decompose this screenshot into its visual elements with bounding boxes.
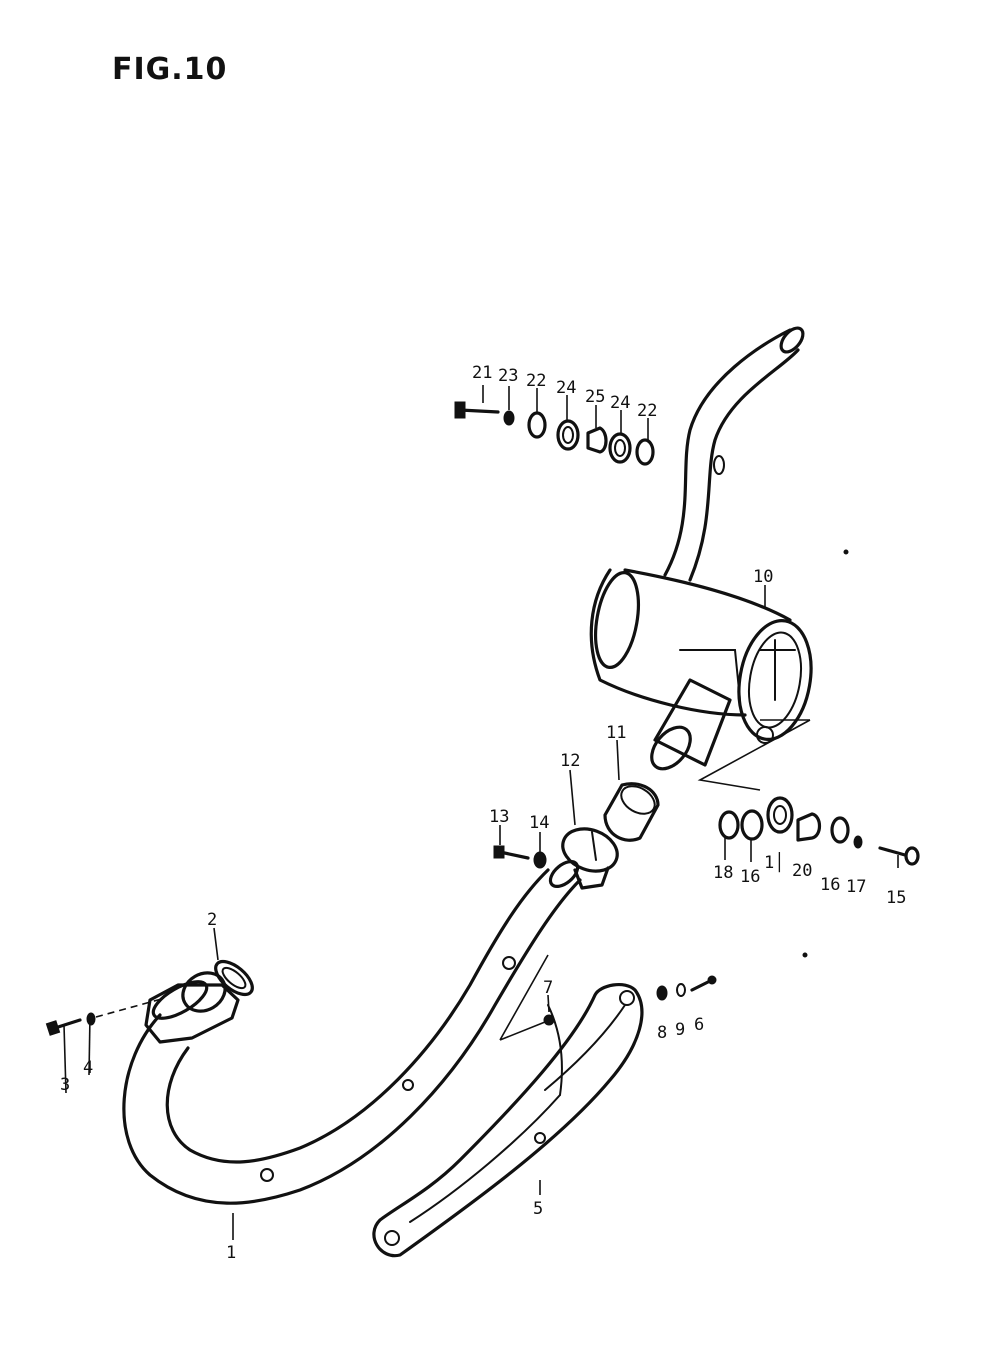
- muffler: [589, 326, 813, 791]
- callout-labels: 2 3 4 1 5 7 8 9 6 10 11 12 13 14 18 16 1…: [60, 363, 906, 1263]
- callout-1: 1: [226, 1243, 236, 1263]
- muffler-joint: [561, 782, 660, 890]
- callout-4: 4: [83, 1058, 93, 1078]
- callout-15: 15: [886, 888, 906, 908]
- callout-20: 20: [792, 861, 812, 881]
- callout-16b: 16: [820, 875, 840, 895]
- rear-mount-hardware: [718, 796, 920, 866]
- callout-14: 14: [529, 813, 549, 833]
- callout-22a: 22: [526, 371, 546, 391]
- callout-5: 5: [533, 1199, 543, 1219]
- callout-9: 9: [675, 1020, 685, 1040]
- callout-22b: 22: [637, 401, 657, 421]
- exhaust-pipe: [122, 860, 582, 1205]
- upper-mount-hardware: [454, 401, 655, 466]
- leader-lines: [63, 385, 899, 1240]
- callout-11: 11: [606, 723, 626, 743]
- callout-10: 10: [753, 567, 773, 587]
- callout-12: 12: [560, 751, 580, 771]
- shield-hardware: [499, 954, 717, 1041]
- clamp-bolt: [493, 845, 547, 869]
- figure-title: FIG.10: [112, 52, 228, 87]
- callout-21: 21: [472, 363, 492, 383]
- callout-25: 25: [585, 387, 605, 407]
- callout-7: 7: [543, 978, 553, 998]
- callout-18: 18: [713, 863, 733, 883]
- flange-bolt: [45, 997, 166, 1036]
- callout-11b: 1│: [764, 852, 784, 873]
- callout-24b: 24: [610, 393, 630, 413]
- callout-6: 6: [694, 1015, 704, 1035]
- callout-16a: 16: [740, 867, 760, 887]
- callout-13: 13: [489, 807, 509, 827]
- callout-3: 3: [60, 1075, 70, 1095]
- callout-17: 17: [846, 877, 866, 897]
- callout-8: 8: [657, 1023, 667, 1043]
- scan-specks: [802, 549, 849, 958]
- callout-24a: 24: [556, 378, 576, 398]
- callout-23: 23: [498, 366, 518, 386]
- exhaust-gasket: [214, 959, 254, 997]
- heat-shield: [372, 982, 644, 1258]
- callout-2: 2: [207, 910, 217, 930]
